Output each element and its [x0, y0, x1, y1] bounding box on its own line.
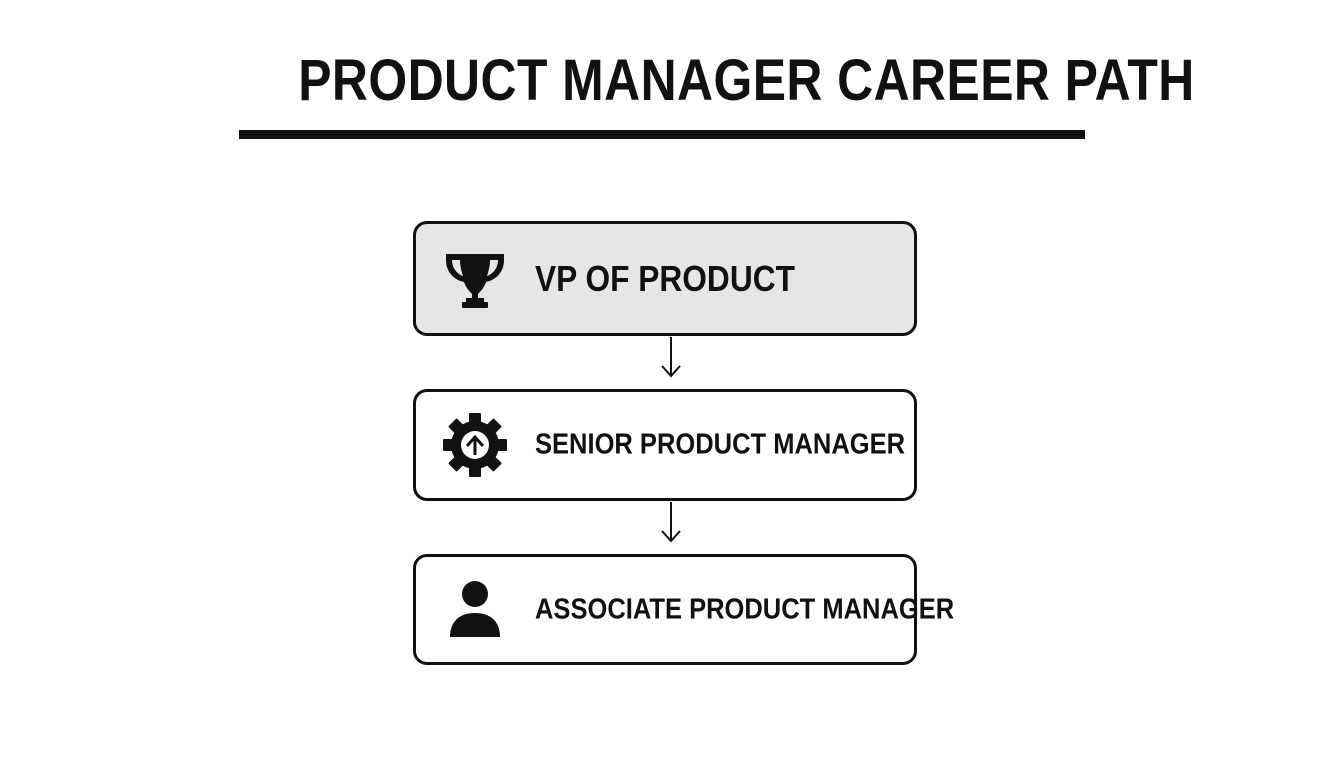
career-step-vp-of-product: VP OF PRODUCT	[413, 221, 917, 336]
career-step-label: VP OF PRODUCT	[535, 257, 795, 299]
arrow-down-icon	[661, 337, 681, 378]
title-underline	[239, 130, 1085, 139]
career-step-senior-product-manager: SENIOR PRODUCT MANAGER	[413, 389, 917, 501]
arrow-down-icon	[661, 502, 681, 543]
career-step-label: SENIOR PRODUCT MANAGER	[535, 428, 906, 461]
career-step-label: ASSOCIATE PRODUCT MANAGER	[535, 593, 955, 625]
career-step-associate-product-manager: ASSOCIATE PRODUCT MANAGER	[413, 554, 954, 665]
diagram-title: PRODUCT MANAGER CAREER PATH	[298, 48, 1195, 113]
gear-arrow-up-icon	[440, 410, 510, 480]
trophy-icon	[440, 244, 510, 314]
person-icon	[440, 575, 510, 645]
